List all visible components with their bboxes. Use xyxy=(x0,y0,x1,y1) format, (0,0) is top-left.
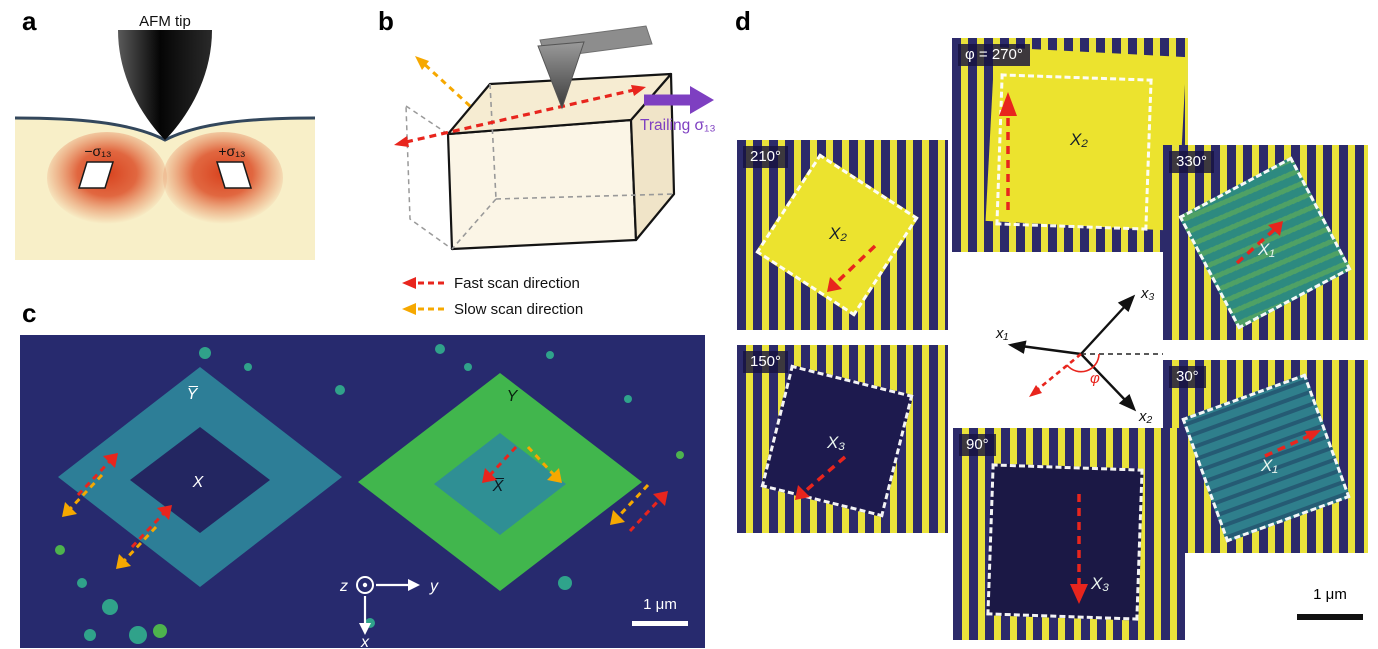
pfm-image-330: X₁ 330° xyxy=(1163,145,1368,340)
pfm-image-90: X₃ 90° xyxy=(953,428,1185,640)
domain-marker-right xyxy=(215,161,253,189)
region-label: X₂ xyxy=(829,224,847,243)
fast-scan-arrow xyxy=(1264,430,1321,458)
fast-scan-legend-arrow-icon xyxy=(402,277,444,289)
region-label: X₃ xyxy=(1091,574,1110,593)
axis-y-label: y xyxy=(429,578,439,595)
scan-arrows-left-edge xyxy=(62,453,118,517)
panel-a-label: a xyxy=(22,6,37,36)
legend-slow-scan: Slow scan direction xyxy=(398,296,583,322)
fast-scan-arrow xyxy=(999,92,1017,210)
scan-arrows-right-edge xyxy=(610,483,668,533)
cantilever-tip xyxy=(537,41,585,110)
outer-left-region-label: Y̅ xyxy=(187,385,199,403)
shear-cube-schematic: Trailing σ₁₃ xyxy=(394,25,716,251)
right-inner-diamond xyxy=(434,433,566,535)
region-label: X₁ xyxy=(1258,240,1275,259)
scan-arrows-left-inner xyxy=(116,505,172,569)
axis-z-label: z xyxy=(339,578,348,595)
outer-right-region-label: Y xyxy=(507,388,519,405)
angle-label: 330° xyxy=(1169,151,1215,173)
fast-scan-arrow xyxy=(827,244,877,292)
trailing-sigma-label: Trailing σ₁₃ xyxy=(640,117,716,134)
crystal-axes-diagram: x₃ x₁ x₂ φ xyxy=(995,285,1163,425)
slow-scan-legend-arrow-icon xyxy=(402,303,444,315)
domain-marker-left xyxy=(77,161,115,189)
axis-x2-label: x₂ xyxy=(1138,408,1153,425)
fast-scan-arrow xyxy=(1070,494,1088,604)
inner-left-region-label: X xyxy=(192,474,205,491)
angle-label: φ = 270° xyxy=(958,44,1030,66)
pfm-image-30: X₁ 30° xyxy=(1163,360,1368,553)
region-label: X₂ xyxy=(1070,130,1088,149)
panel-d-label: d xyxy=(735,6,751,36)
scalebar-c-bar xyxy=(632,621,688,626)
axis-x1-label: x₁ xyxy=(995,325,1009,342)
pfm-image-150: X₃ 150° xyxy=(737,345,948,533)
scan-arrows-right-top xyxy=(482,445,562,483)
phi-symbol-label: φ xyxy=(1090,370,1100,387)
angle-label: 90° xyxy=(959,434,996,456)
region-label: X₁ xyxy=(1261,456,1278,475)
pos-sigma-label: +σ₁₃ xyxy=(218,143,245,159)
fast-scan-arrow xyxy=(394,85,646,147)
neg-sigma-label: −σ₁₃ xyxy=(84,143,111,159)
fast-scan-direction-arrow xyxy=(1029,352,1082,397)
panel-c-label: c xyxy=(22,298,37,328)
afm-tip-label: AFM tip xyxy=(139,13,191,30)
inner-right-region-label: X̅ xyxy=(492,477,505,495)
afm-tip-shape xyxy=(118,30,212,140)
slow-scan-legend-label: Slow scan direction xyxy=(454,300,584,318)
pfm-image-270: X₂ φ = 270° xyxy=(952,38,1188,252)
pfm-image-210: X₂ 210° xyxy=(737,140,948,330)
scan-legend: Fast scan direction Slow scan direction xyxy=(398,270,583,322)
afm-schematic: −σ₁₃ +σ₁₃ xyxy=(15,30,315,260)
angle-label: 210° xyxy=(743,146,789,168)
trailing-sigma-arrow xyxy=(644,86,714,114)
angle-label: 150° xyxy=(743,351,789,373)
pfm-overview-image: Y̅ X Y X̅ xyxy=(20,335,705,648)
legend-fast-scan: Fast scan direction xyxy=(398,270,583,296)
axis-x3-label: x₃ xyxy=(1140,285,1155,302)
panel-b-label: b xyxy=(378,6,394,36)
region-label: X₃ xyxy=(827,433,846,452)
fast-scan-arrow xyxy=(1235,221,1283,265)
axis-x-label: x xyxy=(360,634,370,648)
scalebar-c-label: 1 μm xyxy=(643,596,677,613)
xyz-axes: z y x xyxy=(339,576,439,648)
slow-scan-arrow xyxy=(415,56,472,108)
phi-angle-arc xyxy=(1066,353,1100,373)
angle-label: 30° xyxy=(1169,366,1206,388)
scalebar-d-bar xyxy=(1297,614,1363,620)
scalebar-d-label: 1 μm xyxy=(1313,586,1347,603)
ghost-cube-face xyxy=(405,104,453,251)
fast-scan-legend-label: Fast scan direction xyxy=(454,274,580,292)
fast-scan-arrow xyxy=(795,455,847,500)
